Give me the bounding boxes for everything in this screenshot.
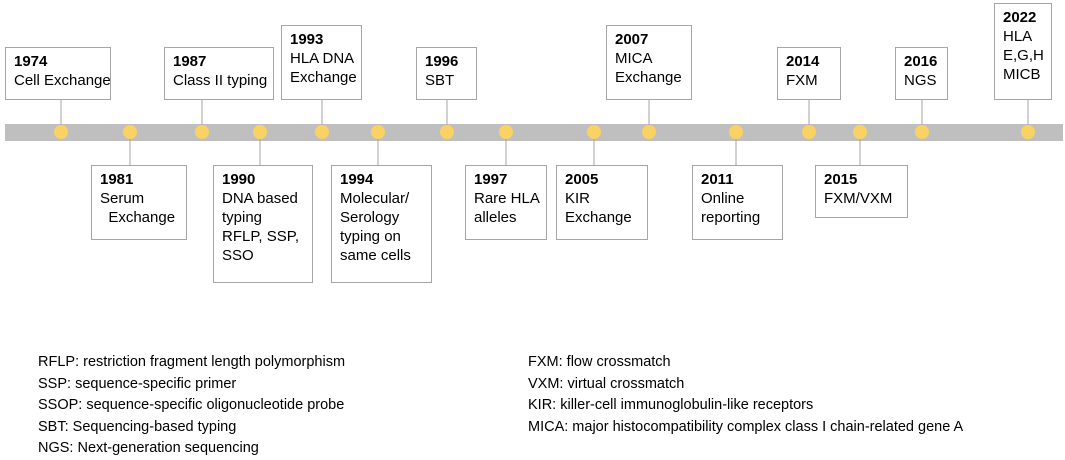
- event-text-line: Class II typing: [173, 72, 268, 89]
- event-text-line: typing: [222, 209, 263, 226]
- timeline-dot-2022: [1021, 125, 1035, 139]
- event-text-line: reporting: [701, 209, 761, 226]
- glossary-item-kir: KIR: killer-cell immunoglobulin-like rec…: [528, 397, 814, 414]
- event-year: 2015: [824, 171, 858, 188]
- event-year: 2022: [1003, 9, 1037, 26]
- event-text-line: typing on: [340, 228, 401, 245]
- glossary-item-ssop: SSOP: sequence-specific oligonucleotide …: [38, 397, 345, 414]
- event-text-line: FXM/VXM: [824, 190, 893, 207]
- event-text-line: Exchange: [290, 69, 357, 86]
- timeline-dots: [54, 125, 1035, 139]
- glossary-item-fxm: FXM: flow crossmatch: [528, 354, 671, 370]
- event-text-line: DNA based: [222, 190, 298, 207]
- timeline-dot-2014: [802, 125, 816, 139]
- event-year: 2011: [701, 171, 734, 188]
- glossary-item-sbt: SBT: Sequencing-based typing: [38, 418, 237, 435]
- event-year: 2014: [786, 53, 820, 70]
- event-text-line: SBT: [425, 72, 455, 89]
- event-text-line: Serology: [340, 209, 400, 226]
- event-text-line: SSO: [222, 247, 254, 264]
- event-text-line: MICA: [615, 50, 653, 67]
- timeline-dot-2007: [642, 125, 656, 139]
- event-text-line: MICB: [1003, 66, 1041, 83]
- event-year: 1993: [290, 31, 324, 48]
- event-text-line: Exchange: [565, 209, 632, 226]
- event-year: 1990: [222, 171, 256, 188]
- timeline-dot-2016: [915, 125, 929, 139]
- glossary-item-mica: MICA: major histocompatibility complex c…: [528, 418, 964, 435]
- timeline-dot-1981: [123, 125, 137, 139]
- event-year: 1997: [474, 171, 508, 188]
- glossary-item-vxm: VXM: virtual crossmatch: [528, 375, 685, 392]
- event-text-line: Serum: [100, 190, 145, 207]
- event-year: 1987: [173, 53, 207, 70]
- timeline-dot-2015: [853, 125, 867, 139]
- event-text-line: alleles: [474, 209, 517, 226]
- event-text-line: Cell Exchange: [14, 72, 111, 89]
- timeline-dot-1987: [195, 125, 209, 139]
- event-text-line: FXM: [786, 72, 818, 89]
- event-year: 2007: [615, 31, 649, 48]
- event-text-line: Online: [701, 190, 745, 207]
- event-year: 2016: [904, 53, 938, 70]
- event-text-line: RFLP, SSP,: [222, 228, 299, 245]
- event-text-line: Molecular/: [340, 190, 410, 207]
- event-text-line: Exchange: [615, 69, 682, 86]
- event-text-line: Exchange: [100, 209, 176, 226]
- event-text-line: HLA: [1003, 28, 1033, 45]
- event-text-line: Rare HLA: [474, 190, 540, 207]
- timeline-dot-1990: [253, 125, 267, 139]
- event-text-line: HLA DNA: [290, 50, 355, 67]
- glossary-item-ngs: NGS: Next-generation sequencing: [38, 440, 259, 457]
- timeline-dot-2011: [729, 125, 743, 139]
- timeline-bar: [5, 124, 1063, 141]
- timeline-dot-1993: [315, 125, 329, 139]
- event-year: 1981: [100, 171, 134, 188]
- timeline-dot-1997: [499, 125, 513, 139]
- event-text-line: E,G,H: [1003, 47, 1044, 64]
- glossary-right: FXM: flow crossmatch VXM: virtual crossm…: [528, 352, 963, 438]
- event-year: 1994: [340, 171, 374, 188]
- timeline-dot-1994: [371, 125, 385, 139]
- event-text-line: KIR: [565, 190, 591, 207]
- event-text-line: NGS: [904, 72, 937, 89]
- event-year: 1996: [425, 53, 459, 70]
- timeline-dot-1996: [440, 125, 454, 139]
- glossary-item-ssp: SSP: sequence-specific primer: [38, 375, 237, 392]
- event-text-line: same cells: [340, 247, 411, 264]
- event-year: 2005: [565, 171, 599, 188]
- glossary-item-rflp: RFLP: restriction fragment length polymo…: [38, 354, 346, 370]
- timeline-dot-1974: [54, 125, 68, 139]
- event-year: 1974: [14, 53, 48, 70]
- glossary-left: RFLP: restriction fragment length polymo…: [38, 352, 345, 460]
- timeline-dot-2005: [587, 125, 601, 139]
